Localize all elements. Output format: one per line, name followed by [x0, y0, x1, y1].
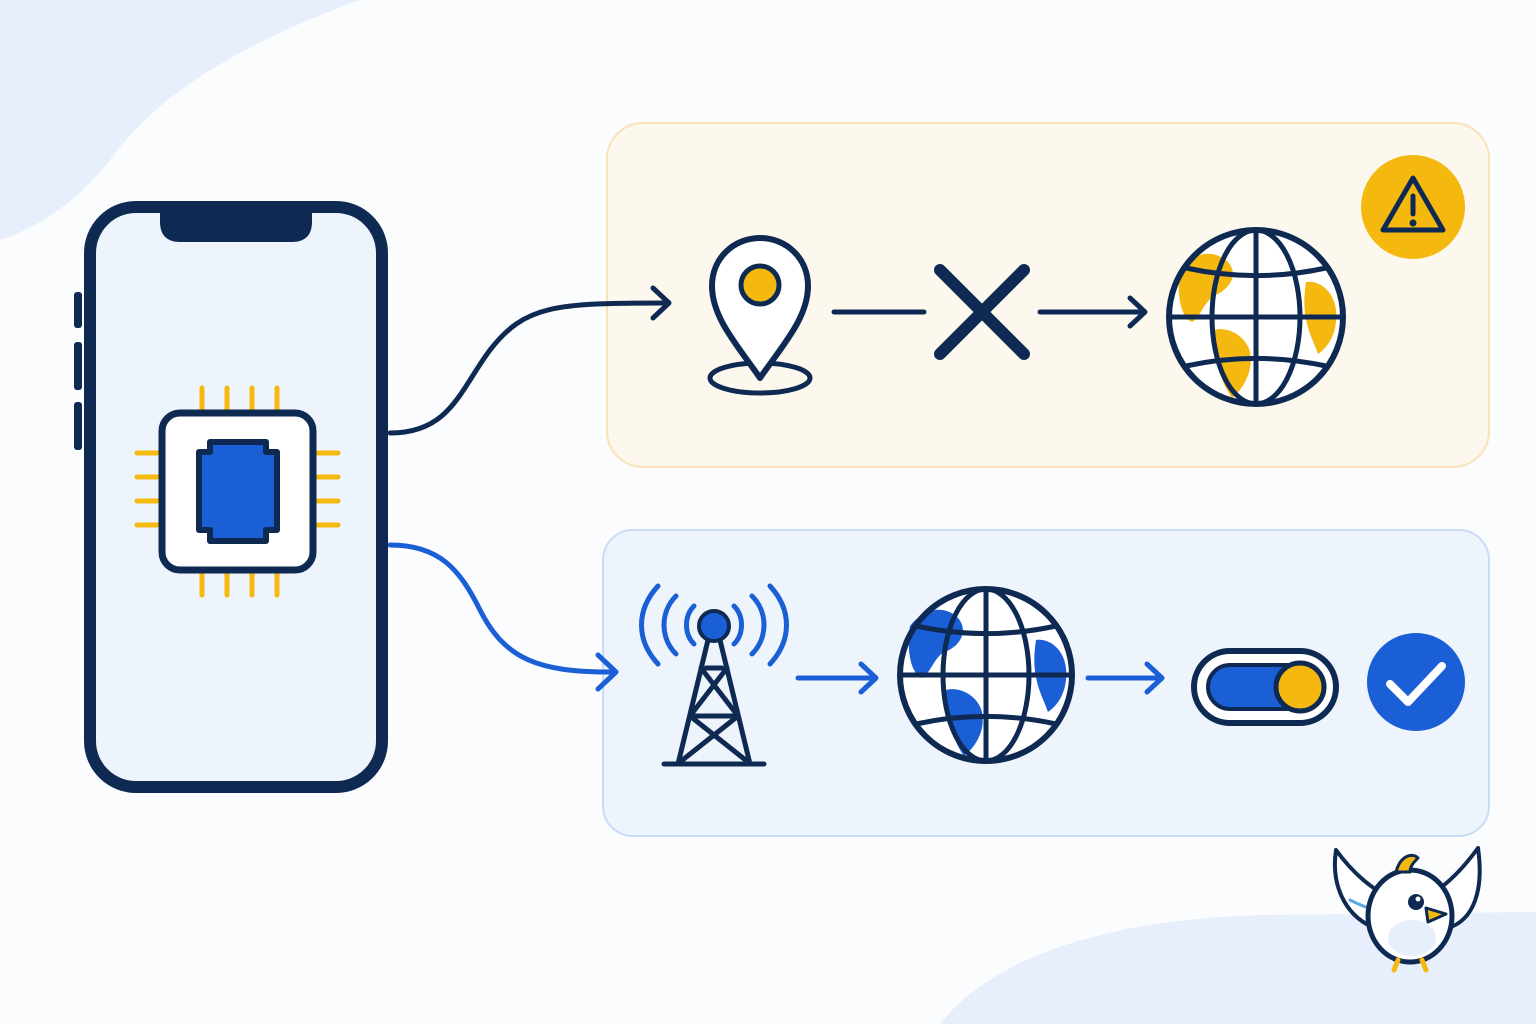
arrowhead-to-location-pin	[650, 285, 672, 321]
arrow-block-to-globe	[1037, 295, 1148, 329]
globe-icon	[897, 586, 1075, 764]
checkmark-icon	[1367, 633, 1465, 731]
cell-tower-icon	[639, 583, 789, 767]
connector-blocked-path	[387, 300, 668, 436]
background-blob-top-left	[0, 0, 360, 240]
processor-chip-icon	[134, 385, 341, 598]
bird-mascot-icon	[1332, 846, 1482, 973]
blocked-x-icon	[934, 264, 1030, 360]
connector-allowed-path	[387, 542, 613, 675]
globe-icon	[1166, 227, 1346, 407]
toggle-on-icon	[1191, 648, 1339, 726]
warning-icon	[1361, 155, 1465, 259]
arrow-tower-to-globe	[795, 661, 879, 695]
location-pin-icon	[707, 235, 813, 396]
arrowhead-to-cell-tower	[595, 652, 619, 692]
arrow-globe-to-toggle	[1085, 661, 1165, 695]
